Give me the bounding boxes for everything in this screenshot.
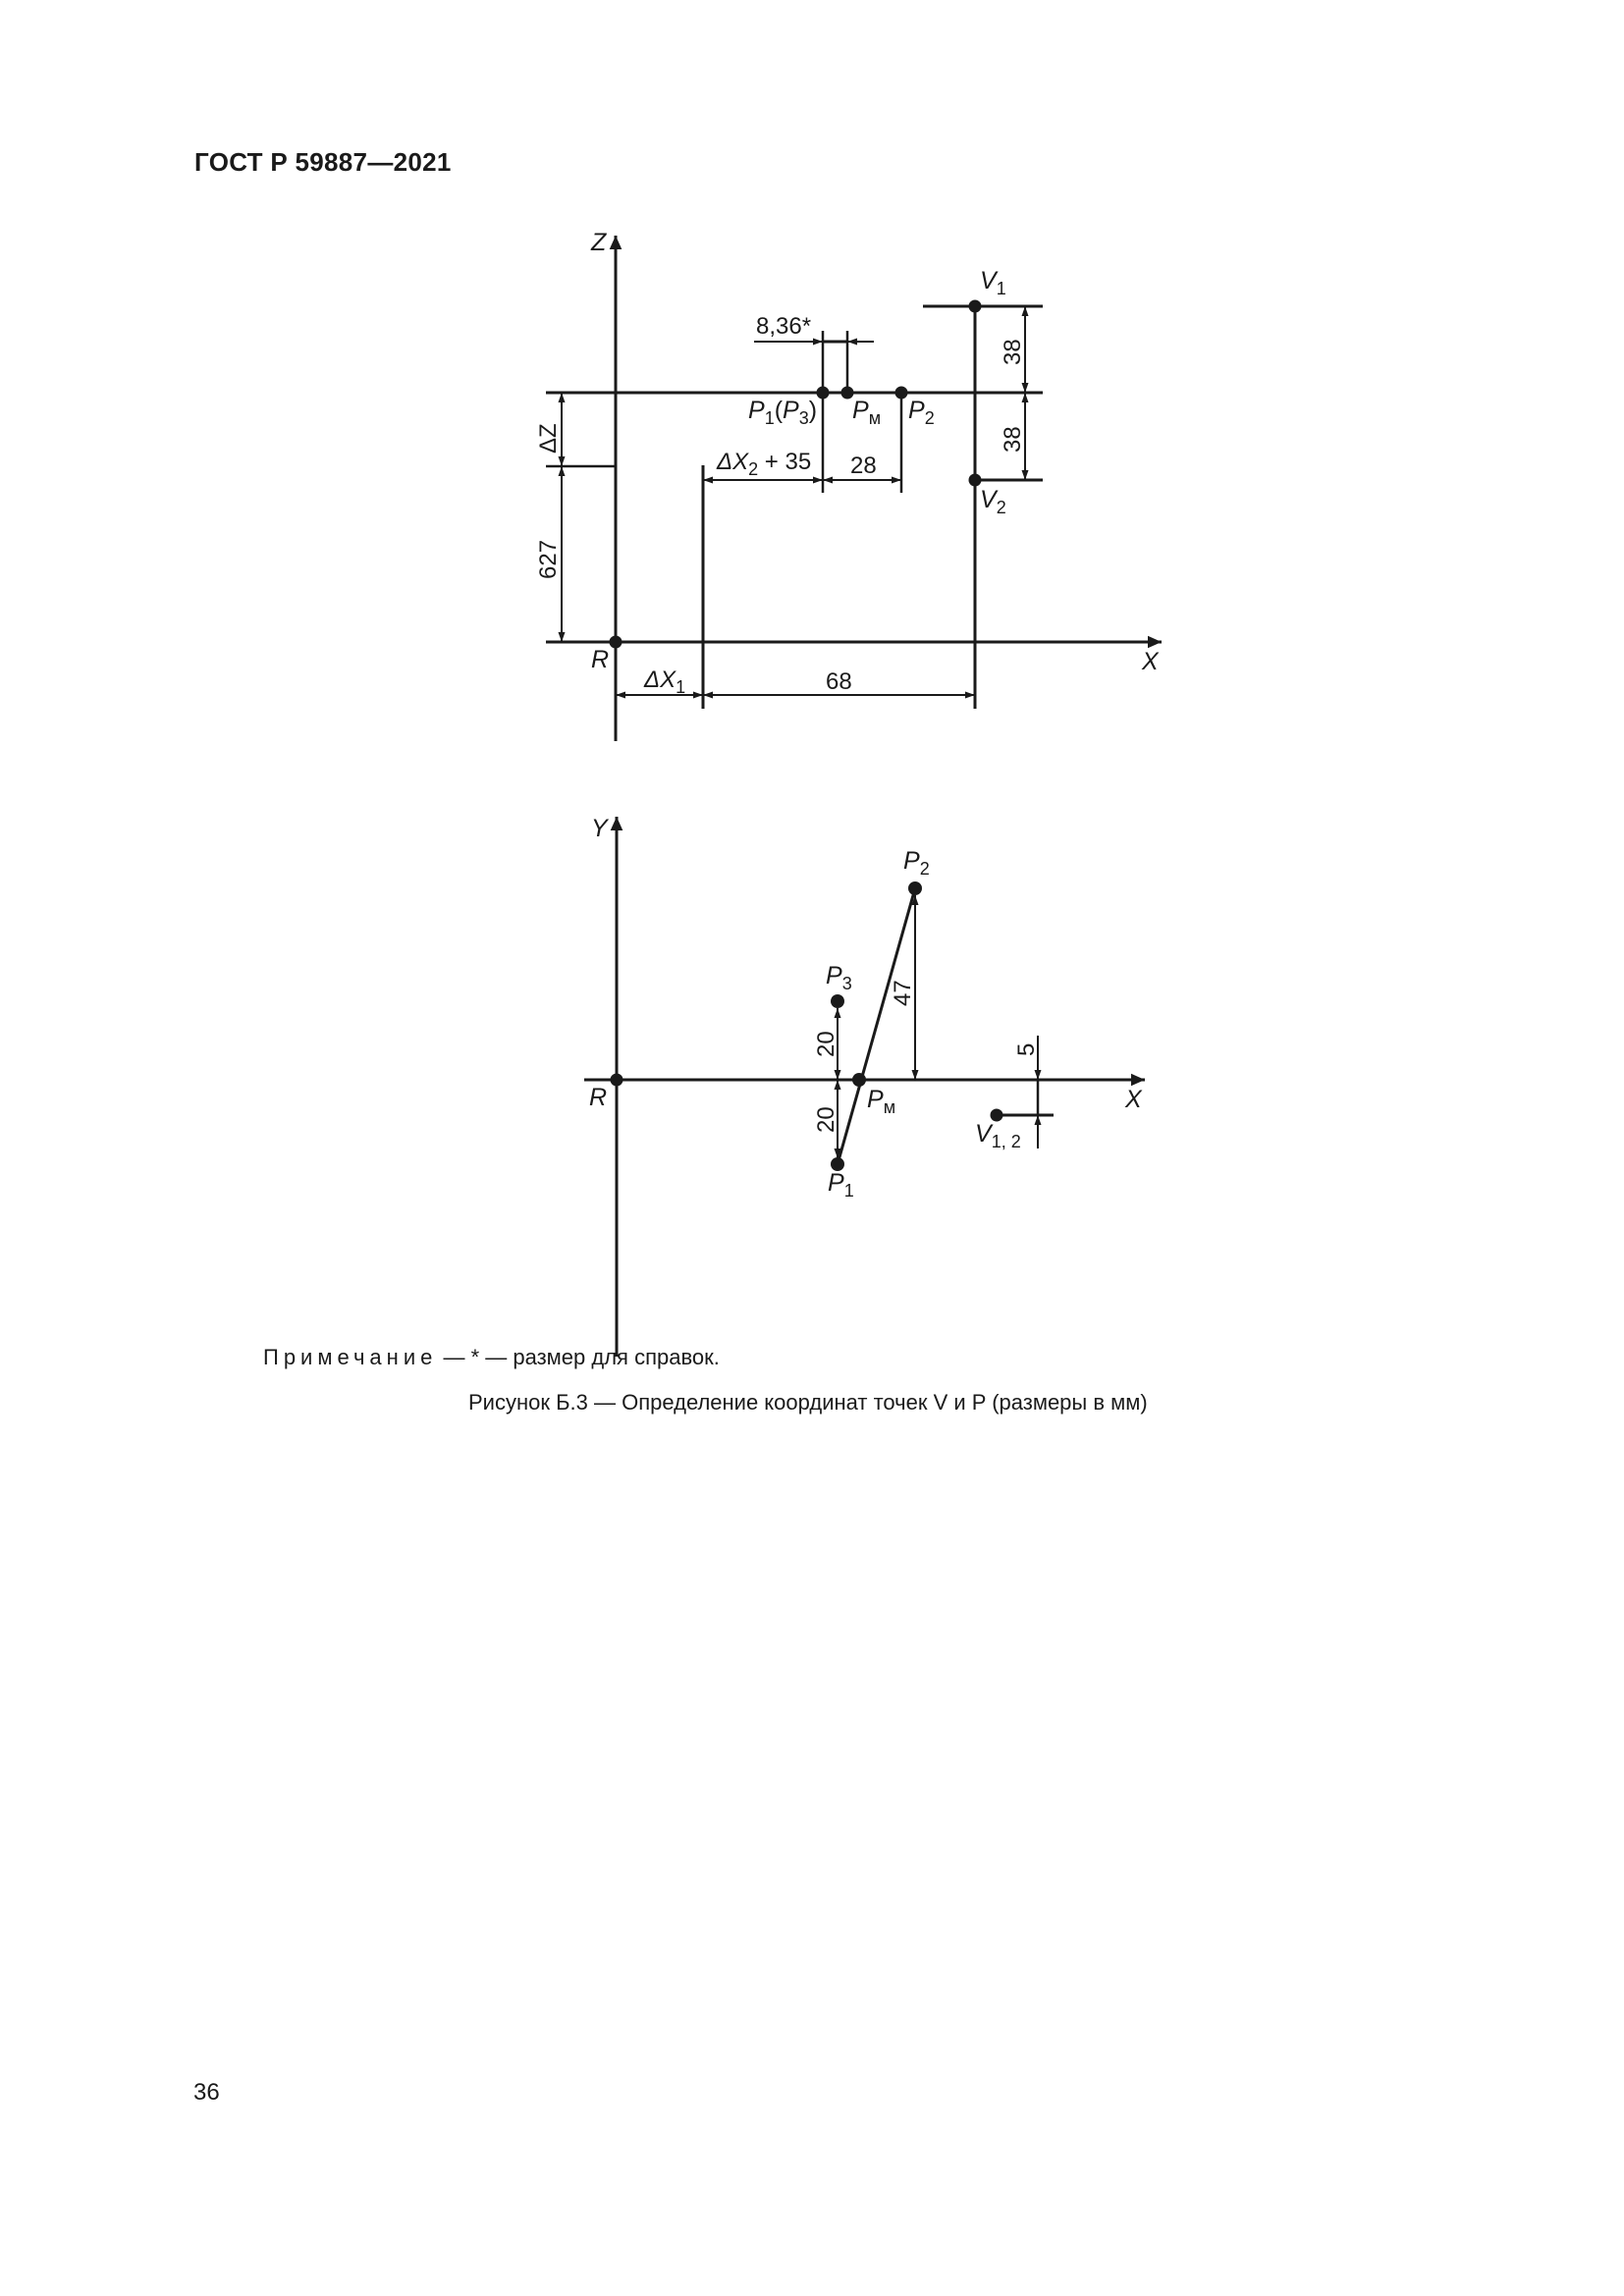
page-number: 36 — [193, 2079, 220, 2106]
point-p3-bottom — [831, 994, 844, 1008]
bottom-diagram-xy — [584, 817, 1145, 1357]
dim-label-38-lower: 38 — [1000, 426, 1026, 453]
p1-p2-line — [836, 887, 917, 1165]
point-r-top — [609, 635, 623, 649]
dim-label-dz: ΔZ — [535, 423, 562, 454]
point-v2 — [968, 473, 982, 487]
figure-note: Примечание — * — размер для справок. — [263, 1345, 720, 1370]
x-axis-label-top: X — [1141, 648, 1160, 675]
dim-label-28: 28 — [850, 453, 877, 479]
label-pm-bottom: Pм — [867, 1086, 895, 1117]
point-pm-bottom — [852, 1073, 866, 1087]
origin-label-bottom: R — [589, 1084, 607, 1111]
label-v1: V1 — [980, 267, 1006, 298]
dim-label-20-upper: 20 — [813, 1031, 839, 1057]
label-p2-bottom: P2 — [903, 847, 930, 879]
point-p2-bottom — [908, 881, 922, 895]
point-v1 — [968, 299, 982, 313]
note-label: Примечание — [263, 1345, 438, 1369]
label-v12-bottom: V1, 2 — [975, 1120, 1021, 1151]
dim-label-dx2: ΔX2 + 35 — [716, 449, 811, 479]
figure-caption: Рисунок Б.3 — Определение координат точе… — [468, 1390, 1148, 1415]
label-p2: P2 — [908, 397, 935, 428]
point-p2 — [894, 386, 908, 400]
label-p1-bottom: P1 — [828, 1169, 854, 1201]
point-pm — [840, 386, 854, 400]
dim-label-68: 68 — [826, 668, 852, 695]
point-r-bottom — [610, 1073, 623, 1087]
note-text: — * — размер для справок. — [437, 1345, 720, 1369]
dim-label-20-lower: 20 — [813, 1106, 839, 1133]
dim-label-836: 8,36* — [756, 313, 811, 340]
point-v12-bottom — [990, 1108, 1003, 1122]
dim-label-47: 47 — [890, 980, 916, 1006]
dim-label-5: 5 — [1013, 1043, 1040, 1056]
y-axis-label: Y — [591, 815, 610, 842]
label-pm: Pм — [852, 397, 881, 428]
point-p1 — [816, 386, 830, 400]
origin-label-top: R — [591, 646, 609, 673]
document-header: ГОСТ Р 59887—2021 — [194, 147, 452, 177]
dim-label-627: 627 — [535, 540, 562, 579]
label-v2: V2 — [980, 486, 1006, 517]
top-diagram-xz — [546, 236, 1162, 741]
point-p1-bottom — [831, 1157, 844, 1171]
x-axis-label-bottom: X — [1124, 1086, 1143, 1113]
z-axis-label: Z — [590, 229, 607, 256]
label-p3-bottom: P3 — [826, 962, 852, 993]
label-p1-p3: P1(P3) — [748, 397, 817, 428]
dim-label-dx1: ΔX1 — [643, 667, 685, 697]
dim-label-38-upper: 38 — [1000, 339, 1026, 365]
